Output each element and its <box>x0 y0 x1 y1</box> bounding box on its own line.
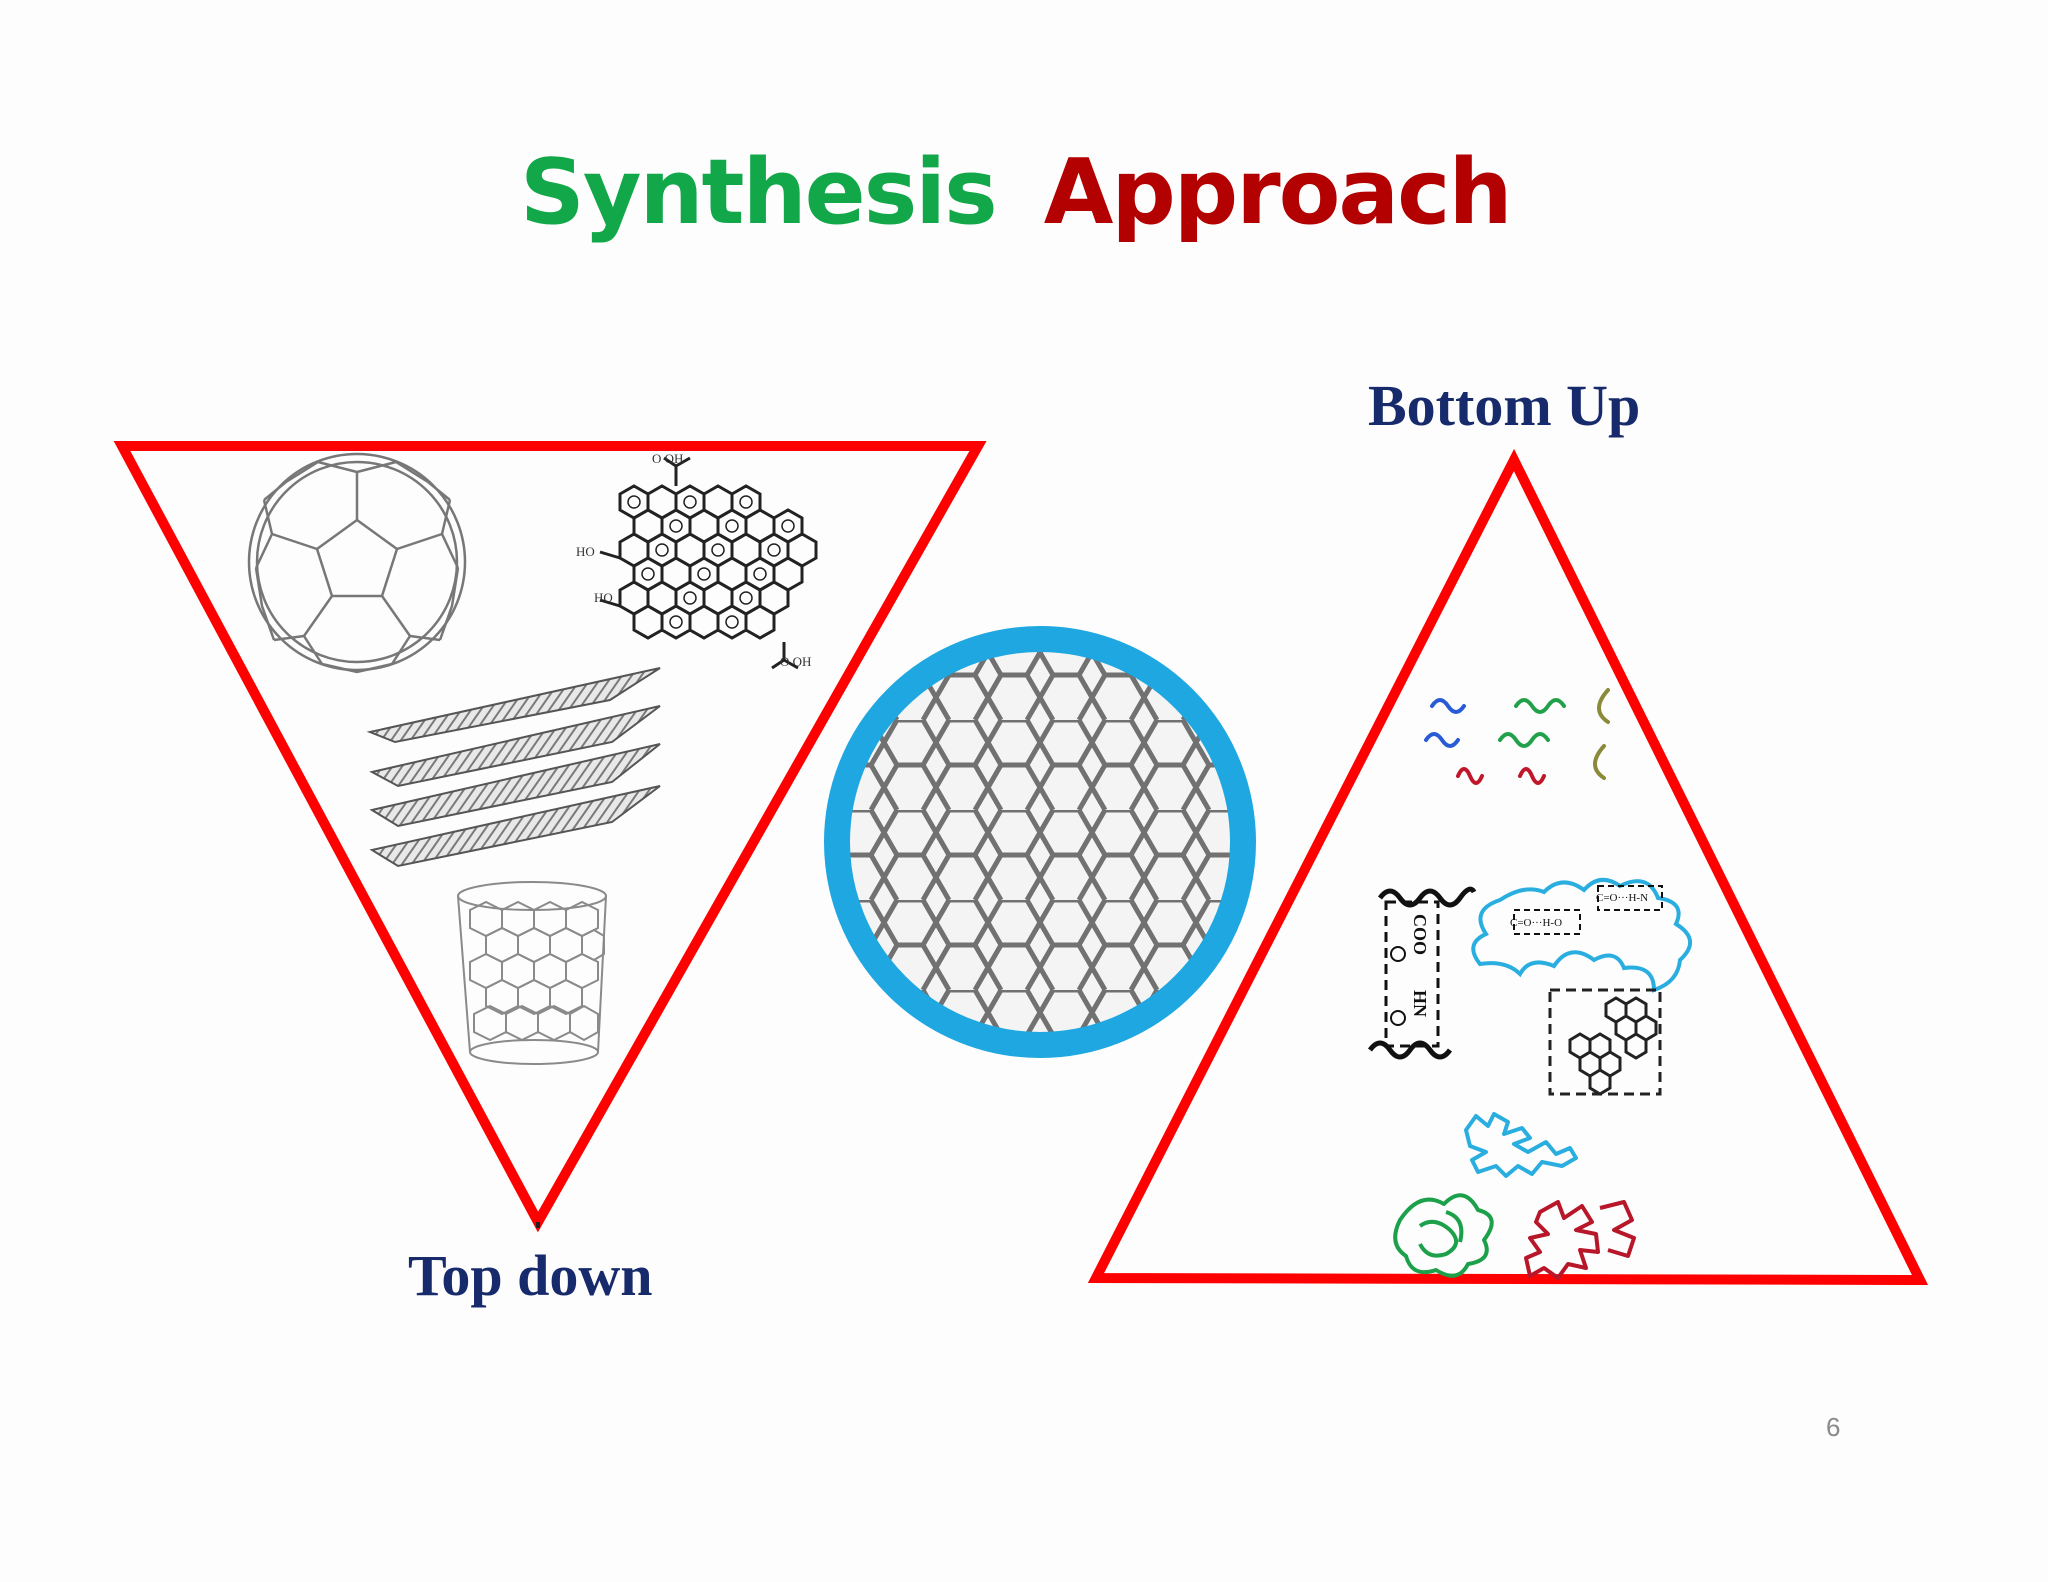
colored-monomers-illustration <box>1424 688 1610 785</box>
cooh-label-bottom: O OH <box>780 654 811 669</box>
ho-label-1: HO <box>576 544 595 559</box>
carbon-nanotube-illustration <box>457 881 607 1065</box>
polymer-hydrogen-bond-illustration <box>1471 878 1692 993</box>
title-word-approach: Approach <box>1043 140 1513 245</box>
graphene-lattice-circle <box>824 626 1256 1058</box>
h-bond-label-2: C=O···H-O <box>1510 917 1562 929</box>
page-number: 6 <box>1826 1412 1841 1442</box>
graphene-stack-illustration <box>366 667 661 868</box>
polymer-ionic-bond-illustration <box>1367 886 1477 1060</box>
cooh-label-top: O OH <box>652 451 683 466</box>
aromatic-stack-illustration <box>1548 988 1662 1096</box>
polymer-coils-illustration <box>1393 1112 1636 1280</box>
h-bond-label-1: C=O···H-N <box>1596 892 1648 904</box>
nh-label: HN <box>1410 990 1430 1017</box>
label-bottom-up: Bottom Up <box>1368 373 1641 438</box>
label-top-down: Top down <box>408 1243 653 1308</box>
fullerene-illustration <box>247 452 467 674</box>
coo-label: COO <box>1410 914 1430 955</box>
triangle-tip-mark <box>536 1222 540 1228</box>
top-down-triangle <box>113 441 987 1233</box>
title-word-synthesis: Synthesis <box>520 140 998 245</box>
graphene-oxide-illustration <box>599 456 818 670</box>
ho-label-2: HO <box>594 590 613 605</box>
bottom-up-triangle <box>1087 448 1929 1286</box>
slide-title: Synthesis Approach <box>520 140 1513 245</box>
